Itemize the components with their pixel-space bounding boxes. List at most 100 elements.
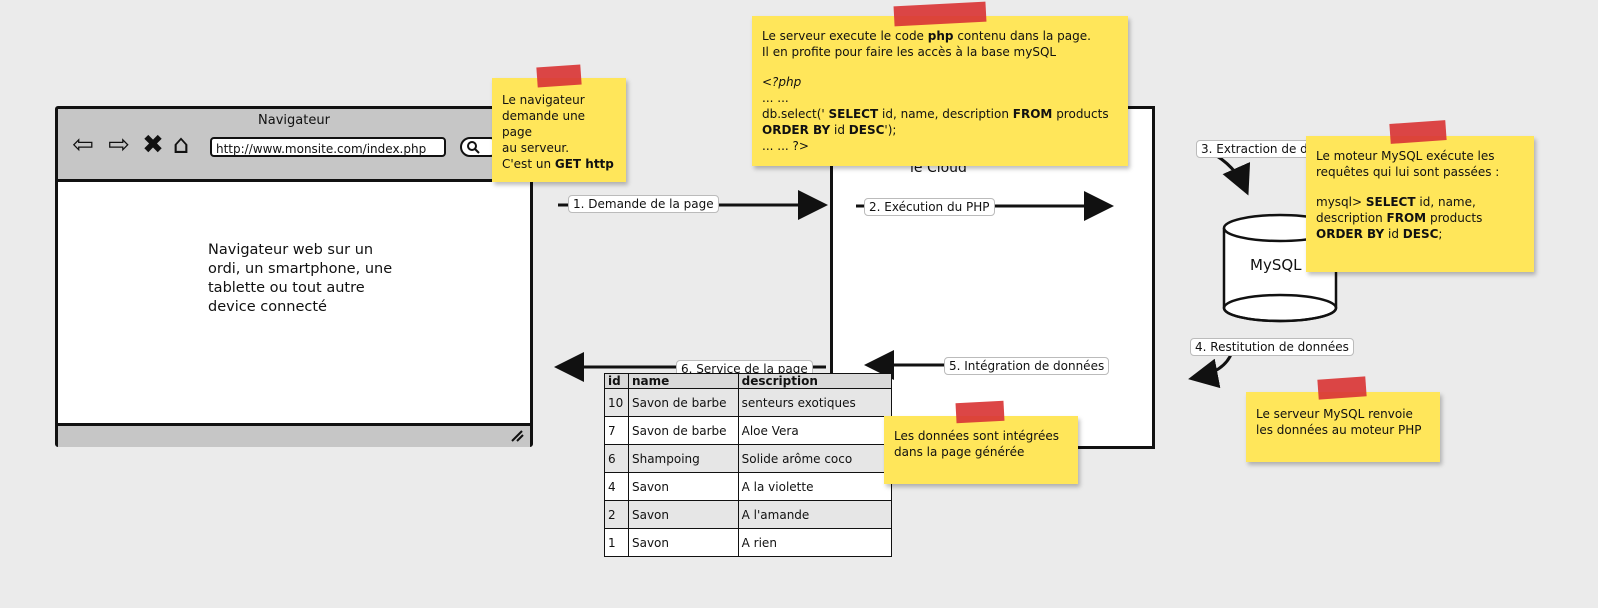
note-line: demande une page <box>502 109 586 139</box>
note-keyword: php <box>927 29 954 43</box>
note-line: ORDER BY id DESC; <box>1316 226 1524 242</box>
resize-grip-icon[interactable] <box>508 428 524 442</box>
table-cell: 7 <box>604 416 629 445</box>
table-cell: Solide arôme coco <box>737 444 893 473</box>
browser-text-line: device connecté <box>208 299 327 315</box>
table-cell: 4 <box>604 472 629 501</box>
url-field[interactable]: http://www.monsite.com/index.php <box>210 137 446 157</box>
step-5-label: 5. Intégration de données <box>944 357 1110 375</box>
note-text: products <box>1426 211 1483 225</box>
table-header-cell: name <box>627 373 739 389</box>
step-4-label: 4. Restitution de données <box>1190 338 1354 356</box>
note-keyword: FROM <box>1386 211 1427 225</box>
note-keyword: GET http <box>554 157 614 171</box>
note-line: au serveur. <box>502 141 570 155</box>
table-cell: A rien <box>737 528 893 557</box>
note-text: '); <box>884 123 897 137</box>
browser-description: Navigateur web sur un ordi, un smartphon… <box>208 241 408 317</box>
table-cell: Savon de barbe <box>627 416 739 445</box>
note-line: C'est un GET http <box>502 156 616 172</box>
note-text: db.select(' <box>762 107 829 121</box>
sticky-note-mysql: Le moteur MySQL exécute les requêtes qui… <box>1306 136 1534 272</box>
sticky-note-integration: Les données sont intégrées dans la page … <box>884 416 1078 484</box>
table-header-cell: id <box>604 373 629 389</box>
note-text: ; <box>1438 227 1443 241</box>
note-line: Le moteur MySQL exécute les <box>1316 149 1495 163</box>
table-cell: 2 <box>604 500 629 529</box>
browser-text-line: ordi, un smartphone, une <box>208 261 393 277</box>
note-text: contenu dans la page. <box>953 29 1091 43</box>
table-cell: 1 <box>604 528 629 557</box>
table-header-row: id name description <box>604 373 893 389</box>
note-line: Il en profite pour faire les accès à la … <box>762 45 1057 59</box>
browser-title: Navigateur <box>258 113 330 128</box>
close-icon[interactable]: ✖ <box>142 130 164 160</box>
table-cell: Shampoing <box>627 444 739 473</box>
note-text: mysql> <box>1316 195 1366 209</box>
note-line: ORDER BY id DESC'); <box>762 122 1118 138</box>
sticky-note-return: Le serveur MySQL renvoie les données au … <box>1246 392 1440 462</box>
note-line: description FROM products <box>1316 210 1524 226</box>
note-line: Les données sont intégrées <box>894 429 1059 443</box>
home-icon[interactable]: ⌂ <box>172 130 190 160</box>
note-text: id, name, description <box>878 107 1013 121</box>
note-line: dans la page générée <box>894 445 1025 459</box>
note-text: id <box>830 123 849 137</box>
note-keyword: FROM <box>1012 107 1053 121</box>
note-line: les données au moteur PHP <box>1256 423 1422 437</box>
sticky-note-server: Le serveur execute le code php contenu d… <box>752 16 1128 166</box>
table-cell: A la violette <box>737 472 893 501</box>
note-text: Le serveur execute le code <box>762 29 928 43</box>
note-keyword: DESC <box>1402 227 1439 241</box>
tape <box>536 64 582 88</box>
note-line: Le serveur MySQL renvoie <box>1256 407 1413 421</box>
table-cell: Savon <box>627 528 739 557</box>
note-keyword: ORDER BY <box>762 123 831 137</box>
note-keyword: SELECT <box>1365 195 1416 209</box>
note-line: mysql> SELECT id, name, <box>1316 194 1524 210</box>
forward-arrow-icon[interactable]: ⇨ <box>108 130 130 160</box>
table-cell: 6 <box>604 444 629 473</box>
table-cell: senteurs exotiques <box>737 388 893 417</box>
tape <box>1389 120 1447 144</box>
table-cell: Aloe Vera <box>737 416 893 445</box>
table-header-cell: description <box>737 373 893 389</box>
tape <box>955 400 1005 424</box>
search-icon[interactable] <box>466 139 482 155</box>
browser-text-line: Navigateur web sur un <box>208 242 374 258</box>
note-spacer <box>762 60 1118 74</box>
note-text: products <box>1052 107 1109 121</box>
note-line: ... ... <box>762 91 789 105</box>
browser-text-line: tablette ou tout autre <box>208 280 365 296</box>
table-cell: Savon de barbe <box>627 388 739 417</box>
note-line: requêtes qui lui sont passées : <box>1316 165 1500 179</box>
table-cell: 10 <box>604 388 629 417</box>
note-text: C'est un <box>502 157 555 171</box>
note-spacer <box>1316 180 1524 194</box>
browser-statusbar <box>58 423 530 447</box>
back-arrow-icon[interactable]: ⇦ <box>72 130 94 160</box>
note-line: ... ... ?> <box>762 139 809 153</box>
tape <box>1317 376 1367 400</box>
step-2-label: 2. Exécution du PHP <box>864 198 995 216</box>
table-cell: Savon <box>627 500 739 529</box>
note-text: id <box>1384 227 1403 241</box>
note-text: id, name, <box>1415 195 1476 209</box>
note-text: description <box>1316 211 1387 225</box>
step-3-label: 3. Extraction de d <box>1196 140 1313 158</box>
note-line: db.select(' SELECT id, name, description… <box>762 106 1118 122</box>
table-cell: Savon <box>627 472 739 501</box>
note-line: <?php <box>762 75 802 89</box>
note-line: Le serveur execute le code php contenu d… <box>762 28 1118 44</box>
table-cell: A l'amande <box>737 500 893 529</box>
browser-window: Navigateur ⇦ ⇨ ✖ ⌂ http://www.monsite.co… <box>55 106 533 447</box>
sticky-note-browser: Le navigateur demande une page au serveu… <box>492 78 626 182</box>
